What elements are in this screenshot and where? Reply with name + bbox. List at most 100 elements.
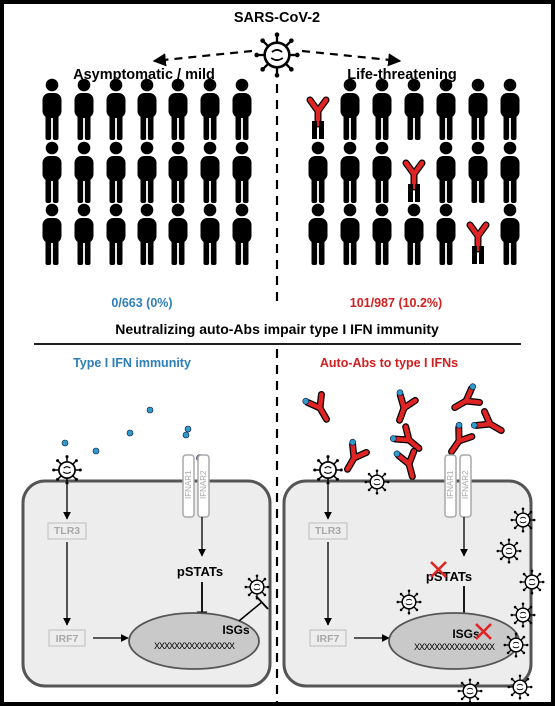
antibody-icon [470,409,505,441]
person-icon [200,203,220,265]
person-icon [500,141,520,203]
antibody-person-icon [406,163,422,202]
box-tlr3-left [47,522,87,540]
box-irf7-right [309,629,347,647]
virus-label: SARS-CoV-2 [234,10,320,26]
person-icon [372,203,392,265]
person-icon [500,78,520,140]
antibody-icon [388,389,417,423]
antibody-icon [393,446,420,479]
person-icon [74,141,94,203]
virus-right-entry [312,454,344,486]
heading-ifn-immunity: Type I IFN immunity [73,356,191,370]
person-icon [436,78,456,140]
label-isgs-right: ISGs [452,627,480,641]
nucleus-right [388,612,520,670]
person-icon [308,203,328,265]
crowd-mild [42,78,252,265]
person-icon [106,78,126,140]
person-icon [404,203,424,265]
person-icon [468,78,488,140]
receptor-right: IFNAR1 IFNAR2 [444,454,472,518]
stat-severe: 101/987 (10.2%) [350,296,442,310]
box-tlr3-right [308,522,348,540]
virus-icon [363,468,391,496]
virus-icon [509,601,537,629]
antibody-icon [389,424,424,458]
person-icon [137,78,157,140]
box-irf7-left [48,629,86,647]
group-label-severe: Life-threatening [347,67,457,83]
block-cross-pstats [430,561,447,578]
label-irf7-right: IRF7 [317,633,340,645]
person-icon [436,141,456,203]
person-icon [308,141,328,203]
person-icon [500,203,520,265]
section-title: Neutralizing auto-Abs impair type I IFN … [115,321,439,337]
person-icon [168,203,188,265]
virus-top [253,31,301,79]
label-irf7-left: IRF7 [56,633,79,645]
label-isgs-left: ISGs [222,623,250,637]
antibody-icon [442,421,475,456]
dna-left: XXXXXXXXXXXXXXXX [154,641,235,651]
label-ifnar1-left: IFNAR1 [184,470,193,499]
dna-right: XXXXXXXXXXXXXXXX [414,642,495,652]
receptor-left: IFNAR1 IFNAR2 [182,454,210,518]
person-icon [74,203,94,265]
person-icon [232,141,252,203]
virus-icon [495,537,523,565]
antibodies-right [302,383,506,480]
label-pstats-right: pSTATs [426,569,472,584]
antibody-icon [337,438,369,473]
arrow-to-mild [152,49,253,67]
antibody-person-icon [470,225,486,264]
person-icon [468,141,488,203]
person-icon [340,141,360,203]
person-icon [232,78,252,140]
person-icon [340,203,360,265]
label-pstats-left: pSTATs [177,564,223,579]
person-icon [232,203,252,265]
person-icon [42,203,62,265]
person-icon [404,78,424,140]
antibody-icon [302,390,334,425]
label-ifnar1-right: IFNAR1 [446,470,455,499]
arrow-to-severe [301,49,402,67]
diagram-canvas: SARS-CoV-2 Asymptomatic / mild Life-thre… [21,10,546,702]
virus-left-entry [51,454,83,486]
virus-icon [395,588,423,616]
label-tlr3-left: TLR3 [54,525,80,537]
person-icon [372,78,392,140]
person-icon [200,78,220,140]
block-cross-isgs [475,623,492,640]
crowd-severe [308,78,520,265]
virus-icon [502,631,530,659]
person-icon [200,141,220,203]
person-icon [42,78,62,140]
label-ifnar2-left: IFNAR2 [199,470,208,499]
virus-icon [506,673,534,701]
virus-icon [518,568,546,596]
person-icon [168,141,188,203]
label-ifnar2-right: IFNAR2 [461,470,470,499]
person-icon [106,141,126,203]
person-icon [106,203,126,265]
antibody-person-icon [310,100,326,139]
antibody-icon [449,383,484,415]
label-tlr3-right: TLR3 [315,525,341,537]
person-icon [168,78,188,140]
person-icon [340,78,360,140]
person-icon [436,203,456,265]
person-icon [42,141,62,203]
virus-left-inside [243,573,271,601]
nucleus-left [128,612,260,670]
stat-mild: 0/663 (0%) [111,296,172,310]
person-icon [137,141,157,203]
ifn-dots-left [61,406,204,462]
person-icon [137,203,157,265]
person-icon [372,141,392,203]
virus-icon [509,506,537,534]
person-icon [74,78,94,140]
